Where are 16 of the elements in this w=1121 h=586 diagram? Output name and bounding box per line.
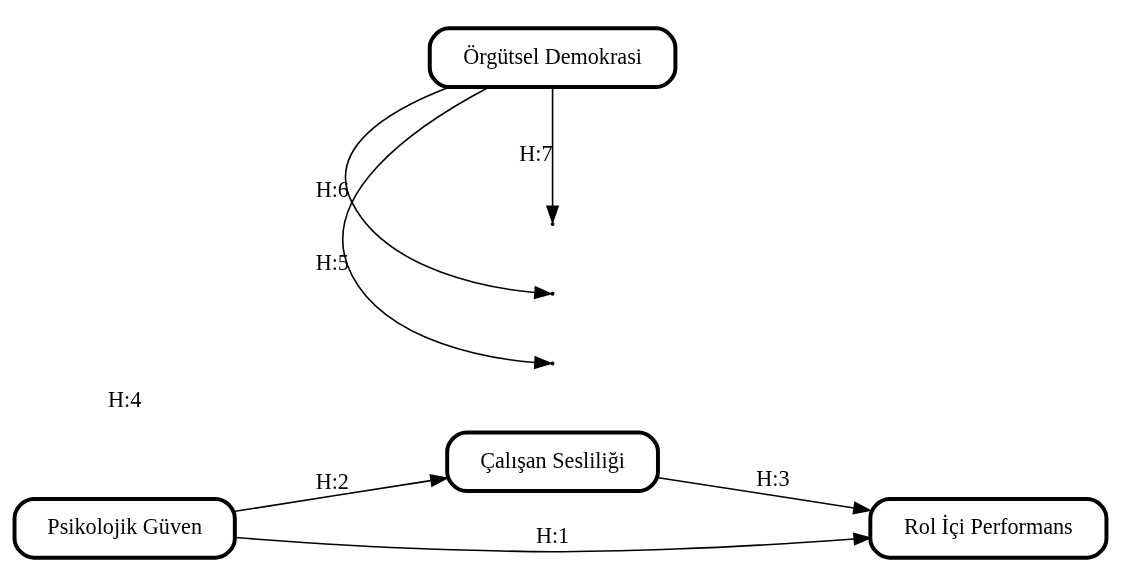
arrow [545,86,560,225]
edge-label: H:6 [315,176,349,202]
edge-label: H:7 [519,140,553,166]
edge-label: H:1 [535,522,570,548]
arrow [234,532,873,553]
node-box: Çalışan Sesliliği [445,430,660,494]
node-box: Rol İçi Performans [868,497,1109,560]
edge-label: H:2 [315,469,349,495]
node-box: Örgütsel Demokrasi [427,26,678,89]
arrow [657,477,873,515]
arrow [344,86,554,300]
edge-label: H:5 [315,249,349,275]
edge-label: H:3 [756,465,790,491]
node-box: Psikolojik Güven [12,497,237,560]
arrow [234,474,450,513]
label: H:4 [108,387,142,413]
